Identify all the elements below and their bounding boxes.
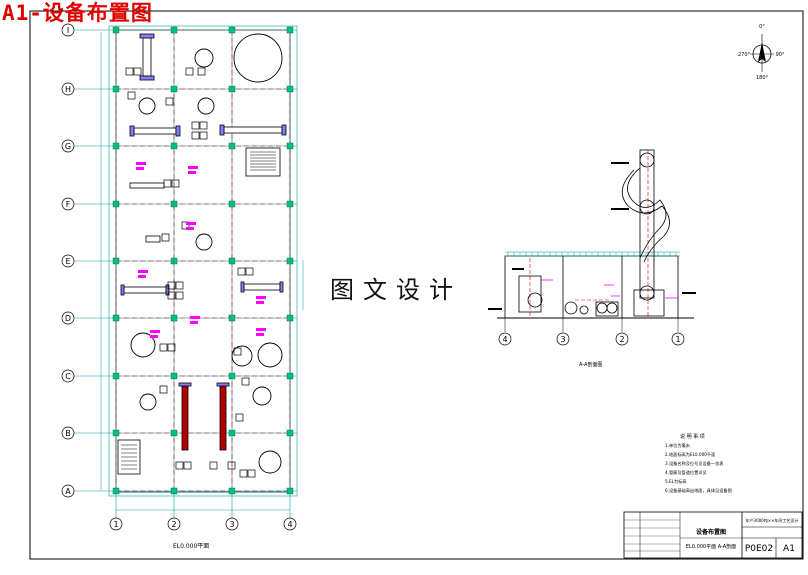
row-axis-label: D [65,314,71,323]
notes-heading: 说 明 事 项 [680,433,705,440]
title-drawing-name: 设备布置图 [696,528,726,536]
stair-lower [117,439,141,475]
tank-d3 [231,345,253,367]
section-axis-labels: 4 3 2 1 [498,332,685,346]
row-axis-label: C [65,372,71,381]
tank-d2 [257,342,283,368]
large-storage-tank [233,33,283,83]
column-axis-label: 1 [113,520,118,529]
vertical-exchangers [139,33,230,451]
tank-d1 [130,332,156,358]
tanks [130,33,283,474]
north-compass: 0° 180° 270° 90° [738,24,785,81]
stair-upper [245,147,281,177]
row-axis-label: H [65,85,71,94]
sheet-title: A1-设备布置图 [2,1,153,25]
equipment-tags [136,162,266,338]
section-leaders [540,279,678,299]
section-building [504,255,679,319]
tank-h3 [197,97,215,115]
notes-block: 说 明 事 项 1.单位为毫米 2.地面标高为EL0.000平面 3.设备名称及位号… [665,433,732,494]
column-axis-label: 3 [229,520,234,529]
title-drawing-number: P0E02 [745,544,773,554]
tank-h2 [194,48,214,68]
section-vessels [518,275,665,317]
tank-c2 [252,386,272,406]
note-item: 5.EL为标高 [665,478,687,485]
title-project: 年产3000吨××车间工艺设计 [746,517,799,523]
plan-column-axis-labels: 1 2 3 4 [109,517,297,531]
drawing-frame [29,10,804,560]
watermark-text: 图文设计 [330,276,462,304]
plan-row-axis-labels: I H G F E D C B A [61,23,75,498]
title-sub-name: EL0.000平面 A-A剖面 [686,543,736,550]
title-sheet-size: A1 [783,544,795,554]
tank-f [195,233,213,251]
section-axis-lines [504,318,679,332]
row-axis-label: E [65,257,70,266]
compass-north: 0° [759,24,765,30]
section-axis-label: 1 [675,335,680,344]
plan-caption: EL0.000平面 [173,543,209,550]
column-axis-label: 2 [171,520,176,529]
column-axis-label: 4 [287,520,292,529]
section-elevation-marks [488,162,696,310]
plan-view: I H G F E D C B A 1 2 3 4 [61,23,304,550]
plan-dimension-lines [100,32,304,511]
note-item: 6.设备基础高出地面，具体见设备图 [665,487,732,494]
pumps [125,67,256,478]
row-axis-label: G [65,142,71,151]
row-axis-label: F [66,200,71,209]
tank-h1 [138,97,156,115]
tank-b [258,450,282,474]
section-caption: A-A剖面图 [579,361,602,368]
title-block: 设备布置图 EL0.000平面 A-A剖面 年产3000吨××车间工艺设计 P0… [623,511,803,559]
section-axis-label: 4 [502,335,507,344]
tank-c1 [139,393,157,411]
compass-west: 270° [738,52,751,58]
plan-grid-lines [72,26,297,518]
section-roof-rail [505,251,680,257]
section-columns [562,256,623,318]
note-item: 1.单位为毫米 [665,442,691,449]
heat-exchangers [120,124,287,296]
tower [621,149,670,301]
note-item: 2.地面标高为EL0.000平面 [665,451,715,458]
compass-south: 180° [756,75,769,81]
plan-column-nodes [112,26,294,495]
section-axis-label: 2 [619,335,624,344]
row-axis-label: I [67,26,69,35]
notes-items: 1.单位为毫米 2.地面标高为EL0.000平面 3.设备名称及位号见设备一览表 4.… [665,442,732,494]
note-item: 4.管廊及管道位置详见 [665,469,707,476]
section-roof-rail-posts [507,252,677,256]
compass-east: 90° [776,52,785,58]
section-view: 4 3 2 1 A-A剖面图 [488,149,696,368]
note-item: 3.设备名称及位号见设备一览表 [665,460,724,467]
section-center-lines [529,150,649,316]
row-axis-label: A [65,487,71,496]
section-axis-label: 3 [560,335,565,344]
row-axis-label: B [65,429,71,438]
